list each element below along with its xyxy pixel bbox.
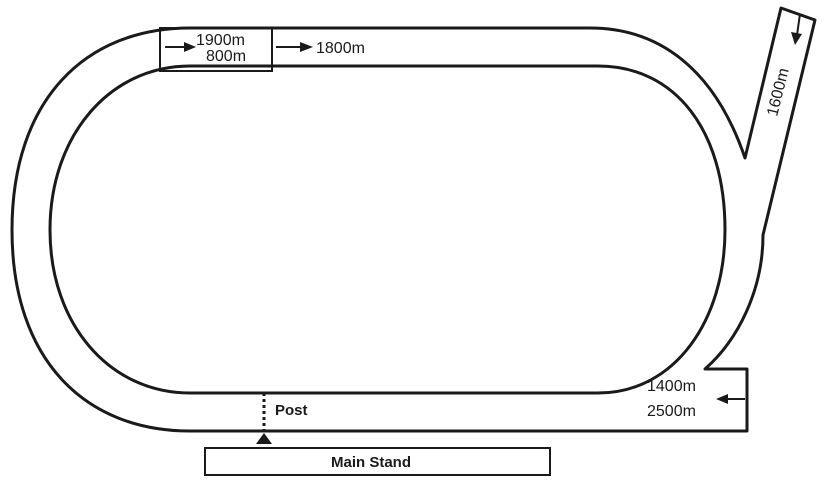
label-main-stand: Main Stand <box>331 454 411 471</box>
label-800m: 800m <box>206 48 246 65</box>
label-post: Post <box>275 402 308 419</box>
label-1400m: 1400m <box>647 378 696 395</box>
label-2500m: 2500m <box>647 403 696 420</box>
arrow-1800 <box>276 42 313 52</box>
post-marker-triangle <box>256 433 272 444</box>
inner-track-boundary <box>48 64 727 395</box>
outer-track-boundary <box>10 6 817 433</box>
arrow-1900-800 <box>165 42 196 52</box>
arrow-1400-2500 <box>716 394 745 404</box>
label-1900m: 1900m <box>196 32 245 49</box>
label-1800m: 1800m <box>316 40 365 57</box>
label-1600m: 1600m <box>764 66 792 118</box>
main-stand <box>204 447 551 476</box>
arrow-1600 <box>791 13 802 45</box>
start-box-1900-800 <box>159 27 273 72</box>
